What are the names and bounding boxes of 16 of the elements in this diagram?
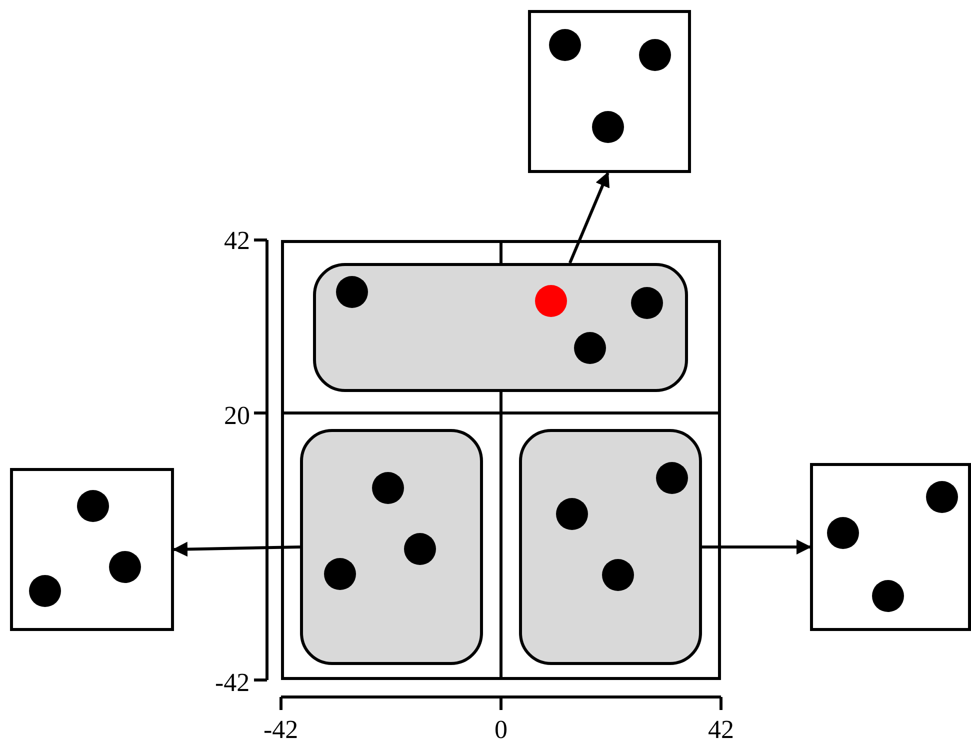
axis-tick-label: 42 — [224, 228, 250, 254]
arrow — [172, 542, 300, 557]
region-box — [300, 429, 483, 665]
panel-box — [528, 10, 691, 173]
axis-tick-label: 20 — [224, 403, 250, 429]
arrow — [702, 540, 812, 554]
axis-tick-label: -42 — [215, 670, 250, 696]
region-box — [313, 263, 688, 392]
arrow — [568, 172, 610, 264]
panel-box — [10, 468, 174, 631]
panel-box — [810, 463, 971, 631]
panel-box — [281, 240, 721, 680]
axis-tick-label: 0 — [494, 717, 508, 743]
axis-tick-label: 42 — [708, 717, 734, 743]
axis-tick-label: -42 — [264, 717, 298, 743]
region-box — [519, 429, 702, 665]
